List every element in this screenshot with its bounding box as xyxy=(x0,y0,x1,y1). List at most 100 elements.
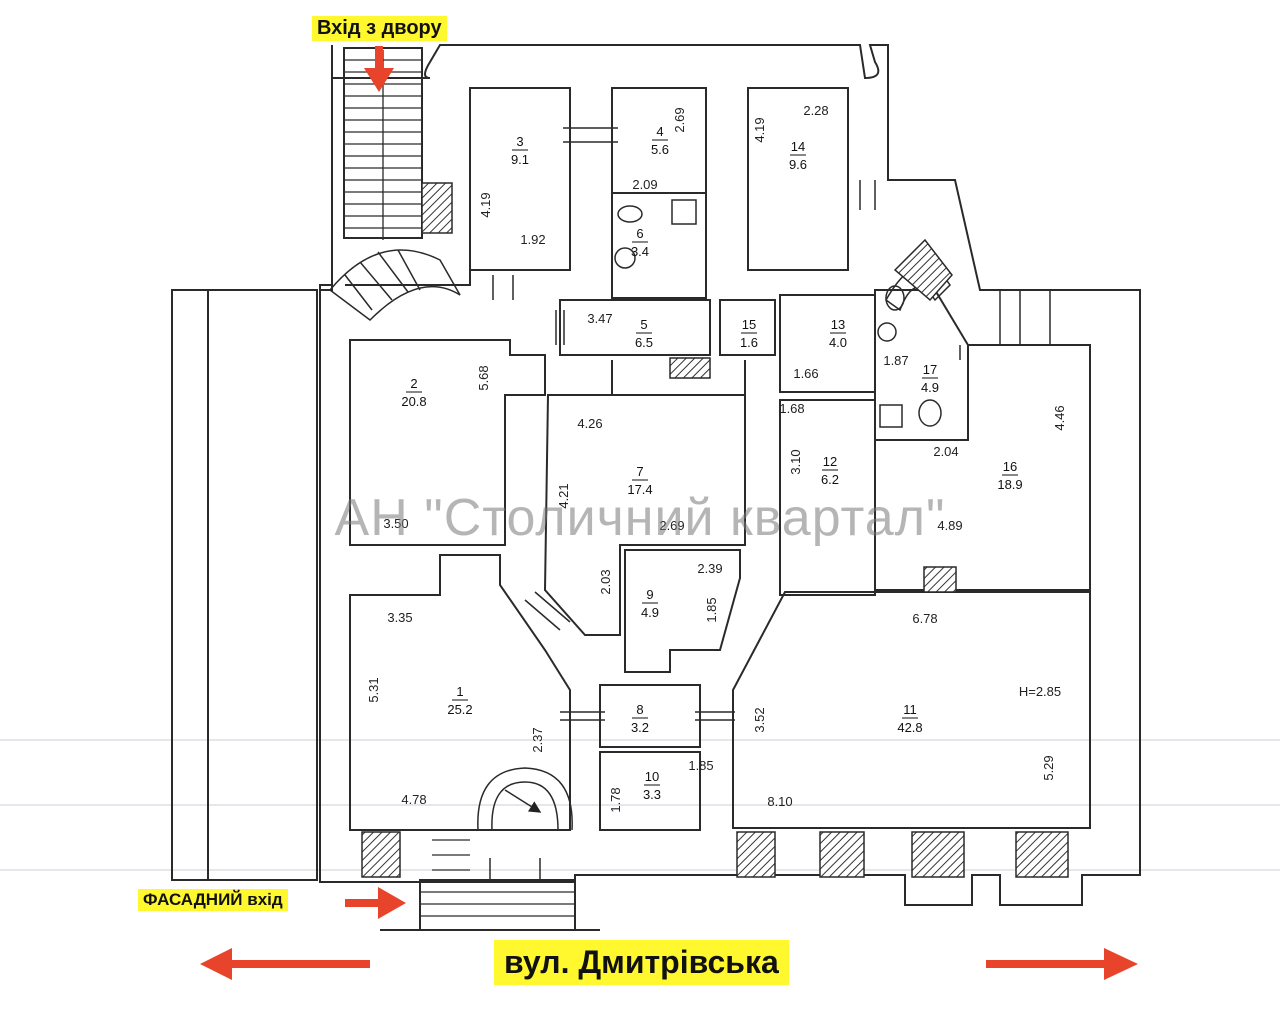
room-2-wall xyxy=(349,339,546,546)
dimension-r4-h: 2.69 xyxy=(672,107,687,132)
doors xyxy=(489,127,1051,880)
dimension-labels: 3.355.314.782.375.683.504.191.922.692.09… xyxy=(366,103,1067,813)
room-label-12: 126.2 xyxy=(821,454,839,487)
dimension-r11-w-top: 6.78 xyxy=(912,611,937,626)
room-3-wall xyxy=(469,87,571,271)
room-15-wall xyxy=(719,299,776,356)
dimension-r10-h: 1.78 xyxy=(608,787,623,812)
washbasin-icon xyxy=(614,247,636,269)
room-11-wall xyxy=(732,591,1091,829)
room-number: 4 xyxy=(656,124,663,139)
agency-watermark: АН "Столичний квартал" xyxy=(334,489,946,547)
room-label-1: 125.2 xyxy=(447,684,472,717)
dimension-r11-h: 3.52 xyxy=(752,707,767,732)
room-label-10: 103.3 xyxy=(643,769,661,802)
room-label-15: 151.6 xyxy=(740,317,758,350)
dimension-r12-h: 3.10 xyxy=(788,449,803,474)
room-5-wall xyxy=(559,299,711,356)
dimension-r14-h: 4.19 xyxy=(752,117,767,142)
room-label-17: 174.9 xyxy=(921,362,939,395)
room-number: 1 xyxy=(456,684,463,699)
room-label-3: 39.1 xyxy=(511,134,529,167)
room-area: 9.6 xyxy=(789,157,807,172)
room-area: 4.9 xyxy=(921,380,939,395)
stair-treads xyxy=(344,50,575,917)
dimension-r16-w: 2.04 xyxy=(933,444,958,459)
room-6-wall xyxy=(611,192,707,299)
room-area: 1.6 xyxy=(740,335,758,350)
room-number: 17 xyxy=(923,362,937,377)
room-number: 8 xyxy=(636,702,643,717)
room-area: 5.6 xyxy=(651,142,669,157)
yard-entrance-arrow-icon xyxy=(364,46,394,92)
spiral-stair xyxy=(328,249,951,831)
room-number: 14 xyxy=(791,139,805,154)
room-area: 3.3 xyxy=(643,787,661,802)
room-label-5: 56.5 xyxy=(635,317,653,350)
dimension-r7-w2: 2.69 xyxy=(659,518,684,533)
room-area: 20.8 xyxy=(401,394,426,409)
dimension-r9-w: 2.39 xyxy=(697,561,722,576)
dimension-r3-h: 4.19 xyxy=(478,192,493,217)
dimension-r6-w: 2.09 xyxy=(632,177,657,192)
dimension-r9-h: 1.85 xyxy=(704,597,719,622)
room-number: 5 xyxy=(640,317,647,332)
room-label-2: 220.8 xyxy=(401,376,426,409)
washbasin-icon xyxy=(877,322,897,342)
background-rulings xyxy=(0,739,1280,871)
room-number: 2 xyxy=(410,376,417,391)
facade-entrance-label: ФАСАДНИЙ вхід xyxy=(138,889,288,911)
dimension-r17-w: 1.87 xyxy=(883,353,908,368)
dimension-r11-w-bottom: 8.10 xyxy=(767,794,792,809)
dimension-r10-w: 1.85 xyxy=(688,758,713,773)
room-area: 17.4 xyxy=(627,482,652,497)
room-area: 6.2 xyxy=(821,472,839,487)
direction-arrows xyxy=(200,46,1138,980)
room-area: 6.5 xyxy=(635,335,653,350)
room-number: 11 xyxy=(903,702,917,717)
room-label-7: 717.4 xyxy=(627,464,652,497)
room-label-8: 83.2 xyxy=(631,702,649,735)
yard-entrance-label: Вхід з двору xyxy=(312,16,447,41)
room-label-6: 63.4 xyxy=(631,226,649,259)
room-number: 10 xyxy=(645,769,659,784)
room-number: 6 xyxy=(636,226,643,241)
shower-icon xyxy=(671,199,697,225)
dimension-r16-h: 4.46 xyxy=(1052,405,1067,430)
room-10-wall xyxy=(599,751,701,831)
room-number: 16 xyxy=(1003,459,1017,474)
dimension-r13-w: 1.66 xyxy=(793,366,818,381)
toilet-icon xyxy=(885,285,905,311)
dimension-ceiling-height: H=2.85 xyxy=(1019,684,1061,699)
room-labels: 125.2220.839.145.656.563.4717.483.294.91… xyxy=(401,124,1022,802)
dimension-r2-w: 3.50 xyxy=(383,516,408,531)
dimension-r5-w: 3.47 xyxy=(587,311,612,326)
room-14-wall xyxy=(747,87,849,271)
street-name-label: вул. Дмитрівська xyxy=(494,940,789,985)
dimension-r7-w: 4.26 xyxy=(577,416,602,431)
room-7-wall xyxy=(543,394,746,636)
room-label-13: 134.0 xyxy=(829,317,847,350)
dimension-r11-h2: 5.29 xyxy=(1041,755,1056,780)
left-colonnade xyxy=(171,289,318,881)
hatched-columns xyxy=(361,182,1069,878)
dimension-r1-w-bottom: 4.78 xyxy=(401,792,426,807)
room-label-9: 94.9 xyxy=(641,587,659,620)
room-area: 4.9 xyxy=(641,605,659,620)
room-number: 9 xyxy=(646,587,653,602)
dimension-r1-w-top: 3.35 xyxy=(387,610,412,625)
toilets xyxy=(614,199,942,428)
room-16-wall xyxy=(874,344,1091,591)
room-number: 13 xyxy=(831,317,845,332)
dimension-r1-h: 5.31 xyxy=(366,677,381,702)
dimension-r7-h: 4.21 xyxy=(556,483,571,508)
dimension-r3-w: 1.92 xyxy=(520,232,545,247)
room-9-wall xyxy=(624,549,741,673)
room-number: 7 xyxy=(636,464,643,479)
outer-wall xyxy=(319,44,1141,906)
room-area: 3.4 xyxy=(631,244,649,259)
